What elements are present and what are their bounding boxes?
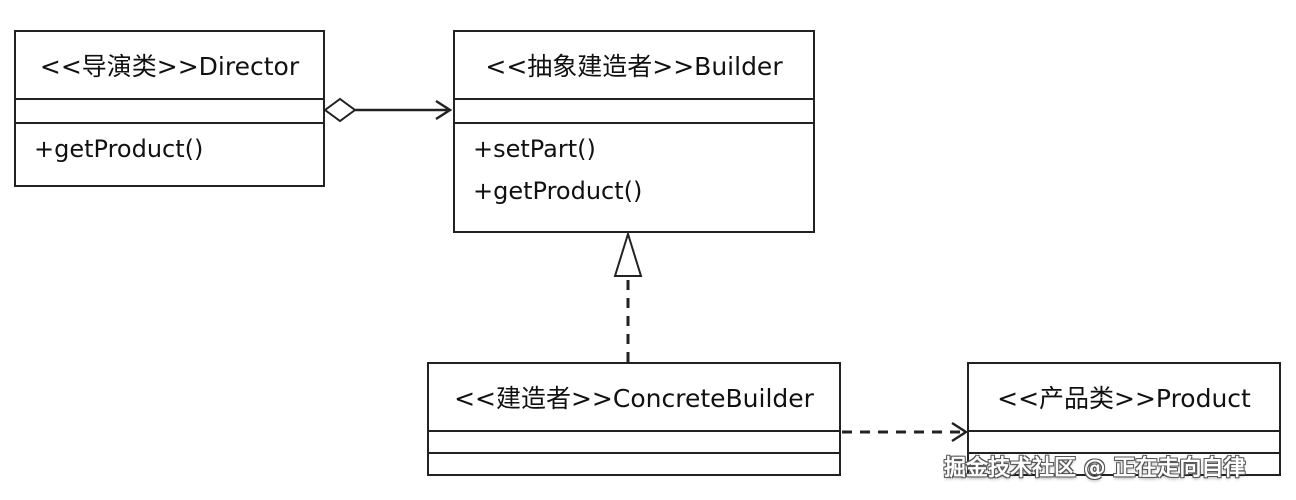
- class-director-name: <<导演类>>Director: [39, 52, 300, 81]
- realization-concretebuilder-builder: [613, 230, 643, 362]
- method-director-getproduct: +getProduct(): [34, 135, 204, 163]
- class-builder-methods: +setPart() +getProduct(): [455, 122, 813, 231]
- class-director-methods: +getProduct(): [16, 122, 323, 185]
- class-director: <<导演类>>Director +getProduct(): [14, 30, 325, 187]
- class-product-methods: [969, 452, 1279, 474]
- watermark-text: 掘金技术社区 @ 正在走向自律: [944, 456, 1246, 481]
- class-builder: <<抽象建造者>>Builder +setPart() +getProduct(…: [453, 30, 815, 233]
- aggregation-director-builder: [323, 97, 453, 123]
- class-concretebuilder: <<建造者>>ConcreteBuilder: [427, 362, 841, 476]
- class-concretebuilder-methods: [429, 452, 839, 474]
- method-builder-getproduct: +getProduct(): [473, 177, 643, 205]
- class-builder-attributes: [455, 98, 813, 122]
- class-product-attributes: [969, 430, 1279, 452]
- class-concretebuilder-name: <<建造者>>ConcreteBuilder: [454, 384, 814, 413]
- class-product-name: <<产品类>>Product: [997, 384, 1251, 413]
- method-builder-setpart: +setPart(): [473, 135, 596, 163]
- class-builder-name: <<抽象建造者>>Builder: [485, 52, 783, 81]
- dependency-concretebuilder-product: [842, 421, 969, 443]
- class-director-attributes: [16, 98, 323, 122]
- class-product: <<产品类>>Product: [967, 362, 1281, 476]
- class-concretebuilder-attributes: [429, 430, 839, 452]
